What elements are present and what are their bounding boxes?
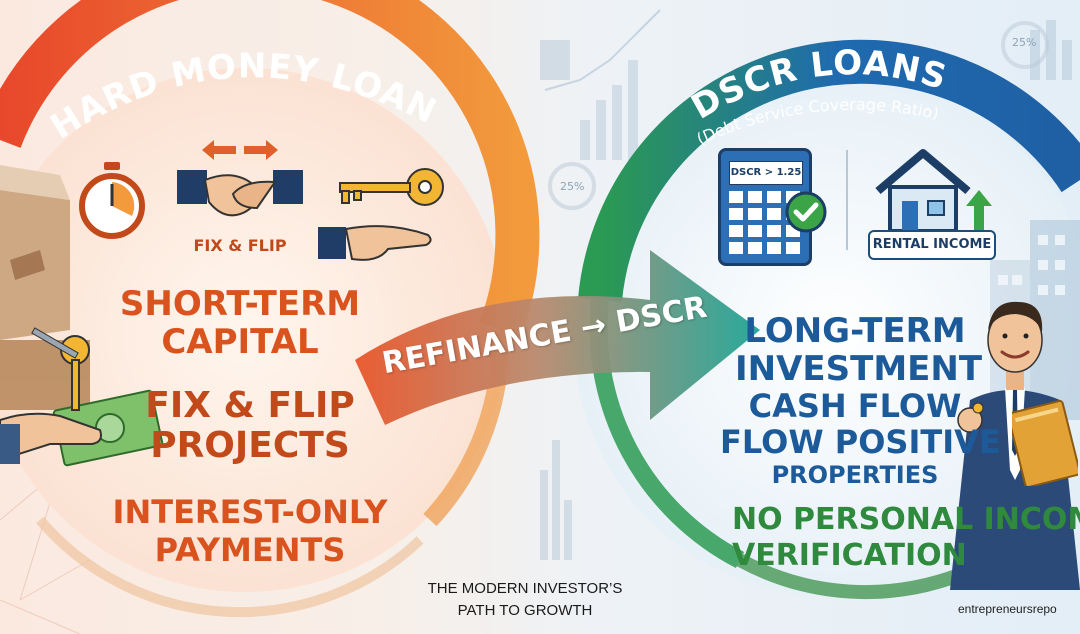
tagline: THE MODERN INVESTOR’S PATH TO GROWTH: [405, 578, 645, 622]
right-line1b: INVESTMENT: [735, 349, 983, 389]
calculator-display: DSCR > 1.25: [729, 161, 803, 185]
bg-percent-2: 25%: [560, 180, 585, 193]
right-line3b: VERIFICATION: [732, 538, 967, 573]
handshake-icon: [177, 170, 303, 217]
left-line2a: FIX & FLIP: [145, 385, 355, 426]
left-headline-1: SHORT-TERM CAPITAL: [80, 285, 400, 361]
right-headline-3: NO PERSONAL INCOME VERIFICATION: [712, 502, 1080, 574]
left-line3b: PAYMENTS: [154, 531, 346, 569]
site-watermark: entrepreneursrepo: [958, 602, 1057, 616]
bg-percent-1: 25%: [1012, 36, 1037, 49]
right-headline-1: LONG-TERM INVESTMENT: [735, 311, 983, 389]
tagline-line-1: THE MODERN INVESTOR’S: [427, 580, 623, 597]
folder-icon: [1012, 400, 1078, 486]
key-icon: [339, 168, 444, 206]
stopwatch-icon: [79, 162, 145, 239]
house-icon: [875, 149, 971, 233]
left-line1b: CAPITAL: [161, 322, 319, 362]
left-headline-3: INTEREST-ONLY PAYMENTS: [80, 493, 420, 569]
right-line2b: FLOW POSITIVE: [720, 423, 1001, 461]
money-icon: [0, 327, 164, 467]
rental-income-label: RENTAL INCOME: [868, 230, 996, 260]
left-line2b: PROJECTS: [150, 425, 350, 466]
right-line2c: PROPERTIES: [771, 461, 939, 489]
right-line2a: CASH FLOW: [748, 387, 962, 425]
fix-flip-small-label: FIX & FLIP: [193, 236, 287, 255]
arrows-icon: [202, 140, 278, 160]
tagline-line-2: PATH TO GROWTH: [457, 602, 593, 619]
right-headline-2: CASH FLOW FLOW POSITIVE PROPERTIES: [720, 387, 1001, 490]
left-line3a: INTEREST-ONLY: [112, 493, 388, 531]
up-arrow-icon: [966, 190, 992, 232]
checkmark-icon: [785, 191, 827, 233]
left-arch-title: HARD MONEY LOANS: [0, 0, 443, 147]
open-hand-icon: [318, 225, 432, 261]
divider: [846, 150, 848, 250]
left-line1a: SHORT-TERM: [119, 284, 361, 324]
left-headline-2: FIX & FLIP PROJECTS: [100, 386, 400, 466]
right-line1a: LONG-TERM: [744, 311, 966, 351]
right-line3a: NO PERSONAL INCOME: [732, 502, 1080, 537]
